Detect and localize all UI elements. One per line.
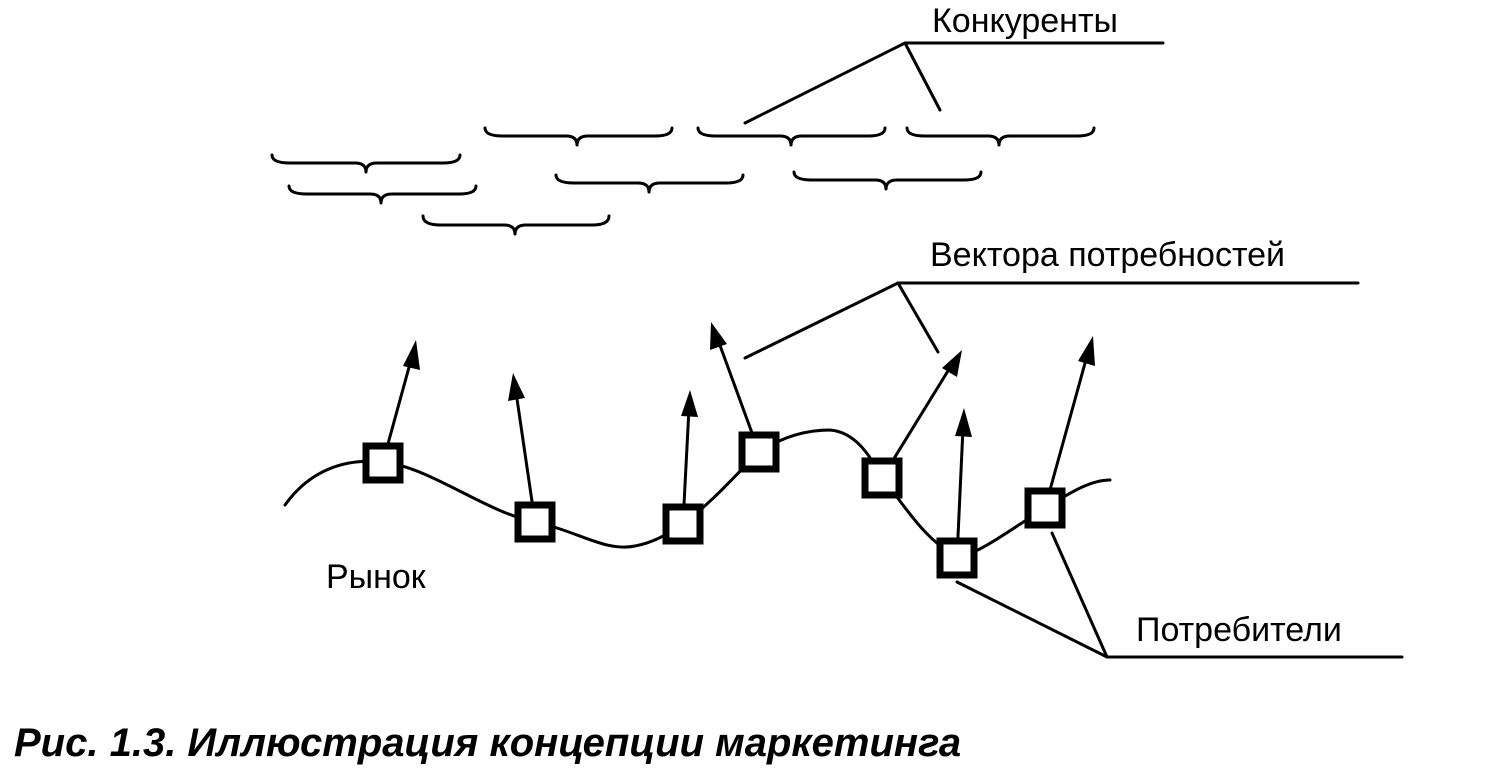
consumer-square [514, 501, 556, 543]
competitor-brace [792, 170, 983, 191]
competitor-braces [270, 126, 1096, 236]
figure-caption: Рис. 1.3. Иллюстрация концепции маркетин… [14, 721, 961, 765]
competitors-label: Конкуренты [932, 2, 1118, 40]
consumer-square [861, 457, 903, 499]
need-vector-arrow [955, 408, 972, 560]
consumer-square [1024, 487, 1066, 529]
consumer-square [936, 537, 978, 579]
competitor-brace [554, 173, 745, 194]
competitor-brace [287, 184, 478, 205]
consumer-square [662, 503, 704, 545]
need-vector-arrow [508, 373, 537, 524]
consumer-square [362, 442, 404, 484]
consumers-label: Потребители [1136, 611, 1342, 649]
consumer-square [738, 431, 780, 473]
competitor-brace [421, 214, 611, 236]
market-label: Рынок [326, 558, 427, 596]
need-vector-arrow [1043, 336, 1095, 510]
competitor-brace [483, 126, 674, 147]
consumers [362, 431, 1066, 579]
competitor-brace [696, 126, 887, 147]
consumers-callout: Потребители [955, 531, 1404, 659]
competitors-callout: Конкуренты [743, 2, 1165, 125]
competitor-brace [270, 153, 462, 174]
need-vectors-label: Вектора потребностей [930, 236, 1285, 274]
competitor-brace [905, 126, 1096, 147]
need-vectors-callout: Вектора потребностей [743, 236, 1360, 360]
